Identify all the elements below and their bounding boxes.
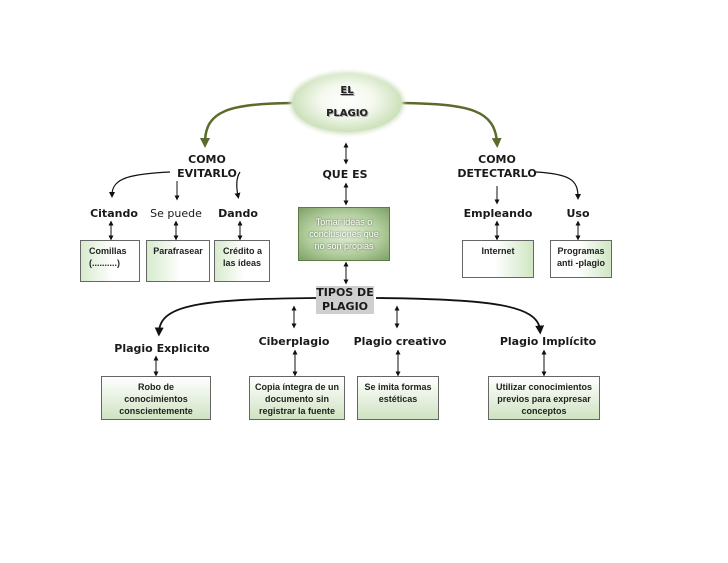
root-title-line2: PLAGIO bbox=[326, 108, 368, 119]
detail-parafrasear: Parafrasear bbox=[146, 240, 210, 282]
action-uso: Uso bbox=[566, 207, 590, 220]
action-dando: Dando bbox=[218, 207, 258, 220]
detail-programas: Programas anti -plagio bbox=[550, 240, 612, 278]
detail-comillas: Comillas (..........) bbox=[80, 240, 140, 282]
tipo-plagio-creativo: Plagio creativo bbox=[353, 335, 447, 348]
desc-plagio-creativo: Se imita formas estéticas bbox=[357, 376, 439, 420]
connector-tipos-implicito bbox=[375, 297, 545, 335]
desc-ciberplagio: Copia íntegra de un documento sin regist… bbox=[249, 376, 345, 420]
action-empleando: Empleando bbox=[463, 207, 533, 220]
definition-box: Tomar ideas o conclusiones que no son pr… bbox=[298, 207, 390, 261]
connector-evitar-citando bbox=[109, 171, 171, 198]
connector-tipos-explicito bbox=[154, 297, 317, 337]
tipo-plagio-explicito: Plagio Explicito bbox=[114, 342, 210, 355]
detail-internet: Internet bbox=[462, 240, 534, 278]
desc-plagio-implicito: Utilizar conocimientos previos para expr… bbox=[488, 376, 600, 420]
connector-detectar-uso bbox=[535, 171, 581, 200]
tipo-plagio-implicito: Plagio Implícito bbox=[499, 335, 597, 348]
heading-como-evitarlo: COMO EVITARLO bbox=[177, 153, 237, 180]
action-citando: Citando bbox=[90, 207, 138, 220]
tipo-ciberplagio: Ciberplagio bbox=[258, 335, 330, 348]
root-title-line1: EL bbox=[340, 85, 354, 96]
connector-evitar-dando bbox=[234, 171, 241, 199]
detail-credito: Crédito a las ideas bbox=[214, 240, 270, 282]
connector-root-detectar bbox=[401, 101, 502, 148]
heading-que-es: QUE ES bbox=[322, 168, 368, 181]
root-node-oval bbox=[292, 74, 402, 132]
heading-como-detectarlo: COMO DETECTARLO bbox=[457, 153, 537, 180]
action-se-puede: Se puede bbox=[150, 207, 202, 220]
desc-plagio-explicito: Robo de conocimientos conscientemente bbox=[101, 376, 211, 420]
connector-root-evitar bbox=[200, 101, 293, 148]
heading-tipos-de-plagio: TIPOS DE PLAGIO bbox=[316, 286, 374, 314]
